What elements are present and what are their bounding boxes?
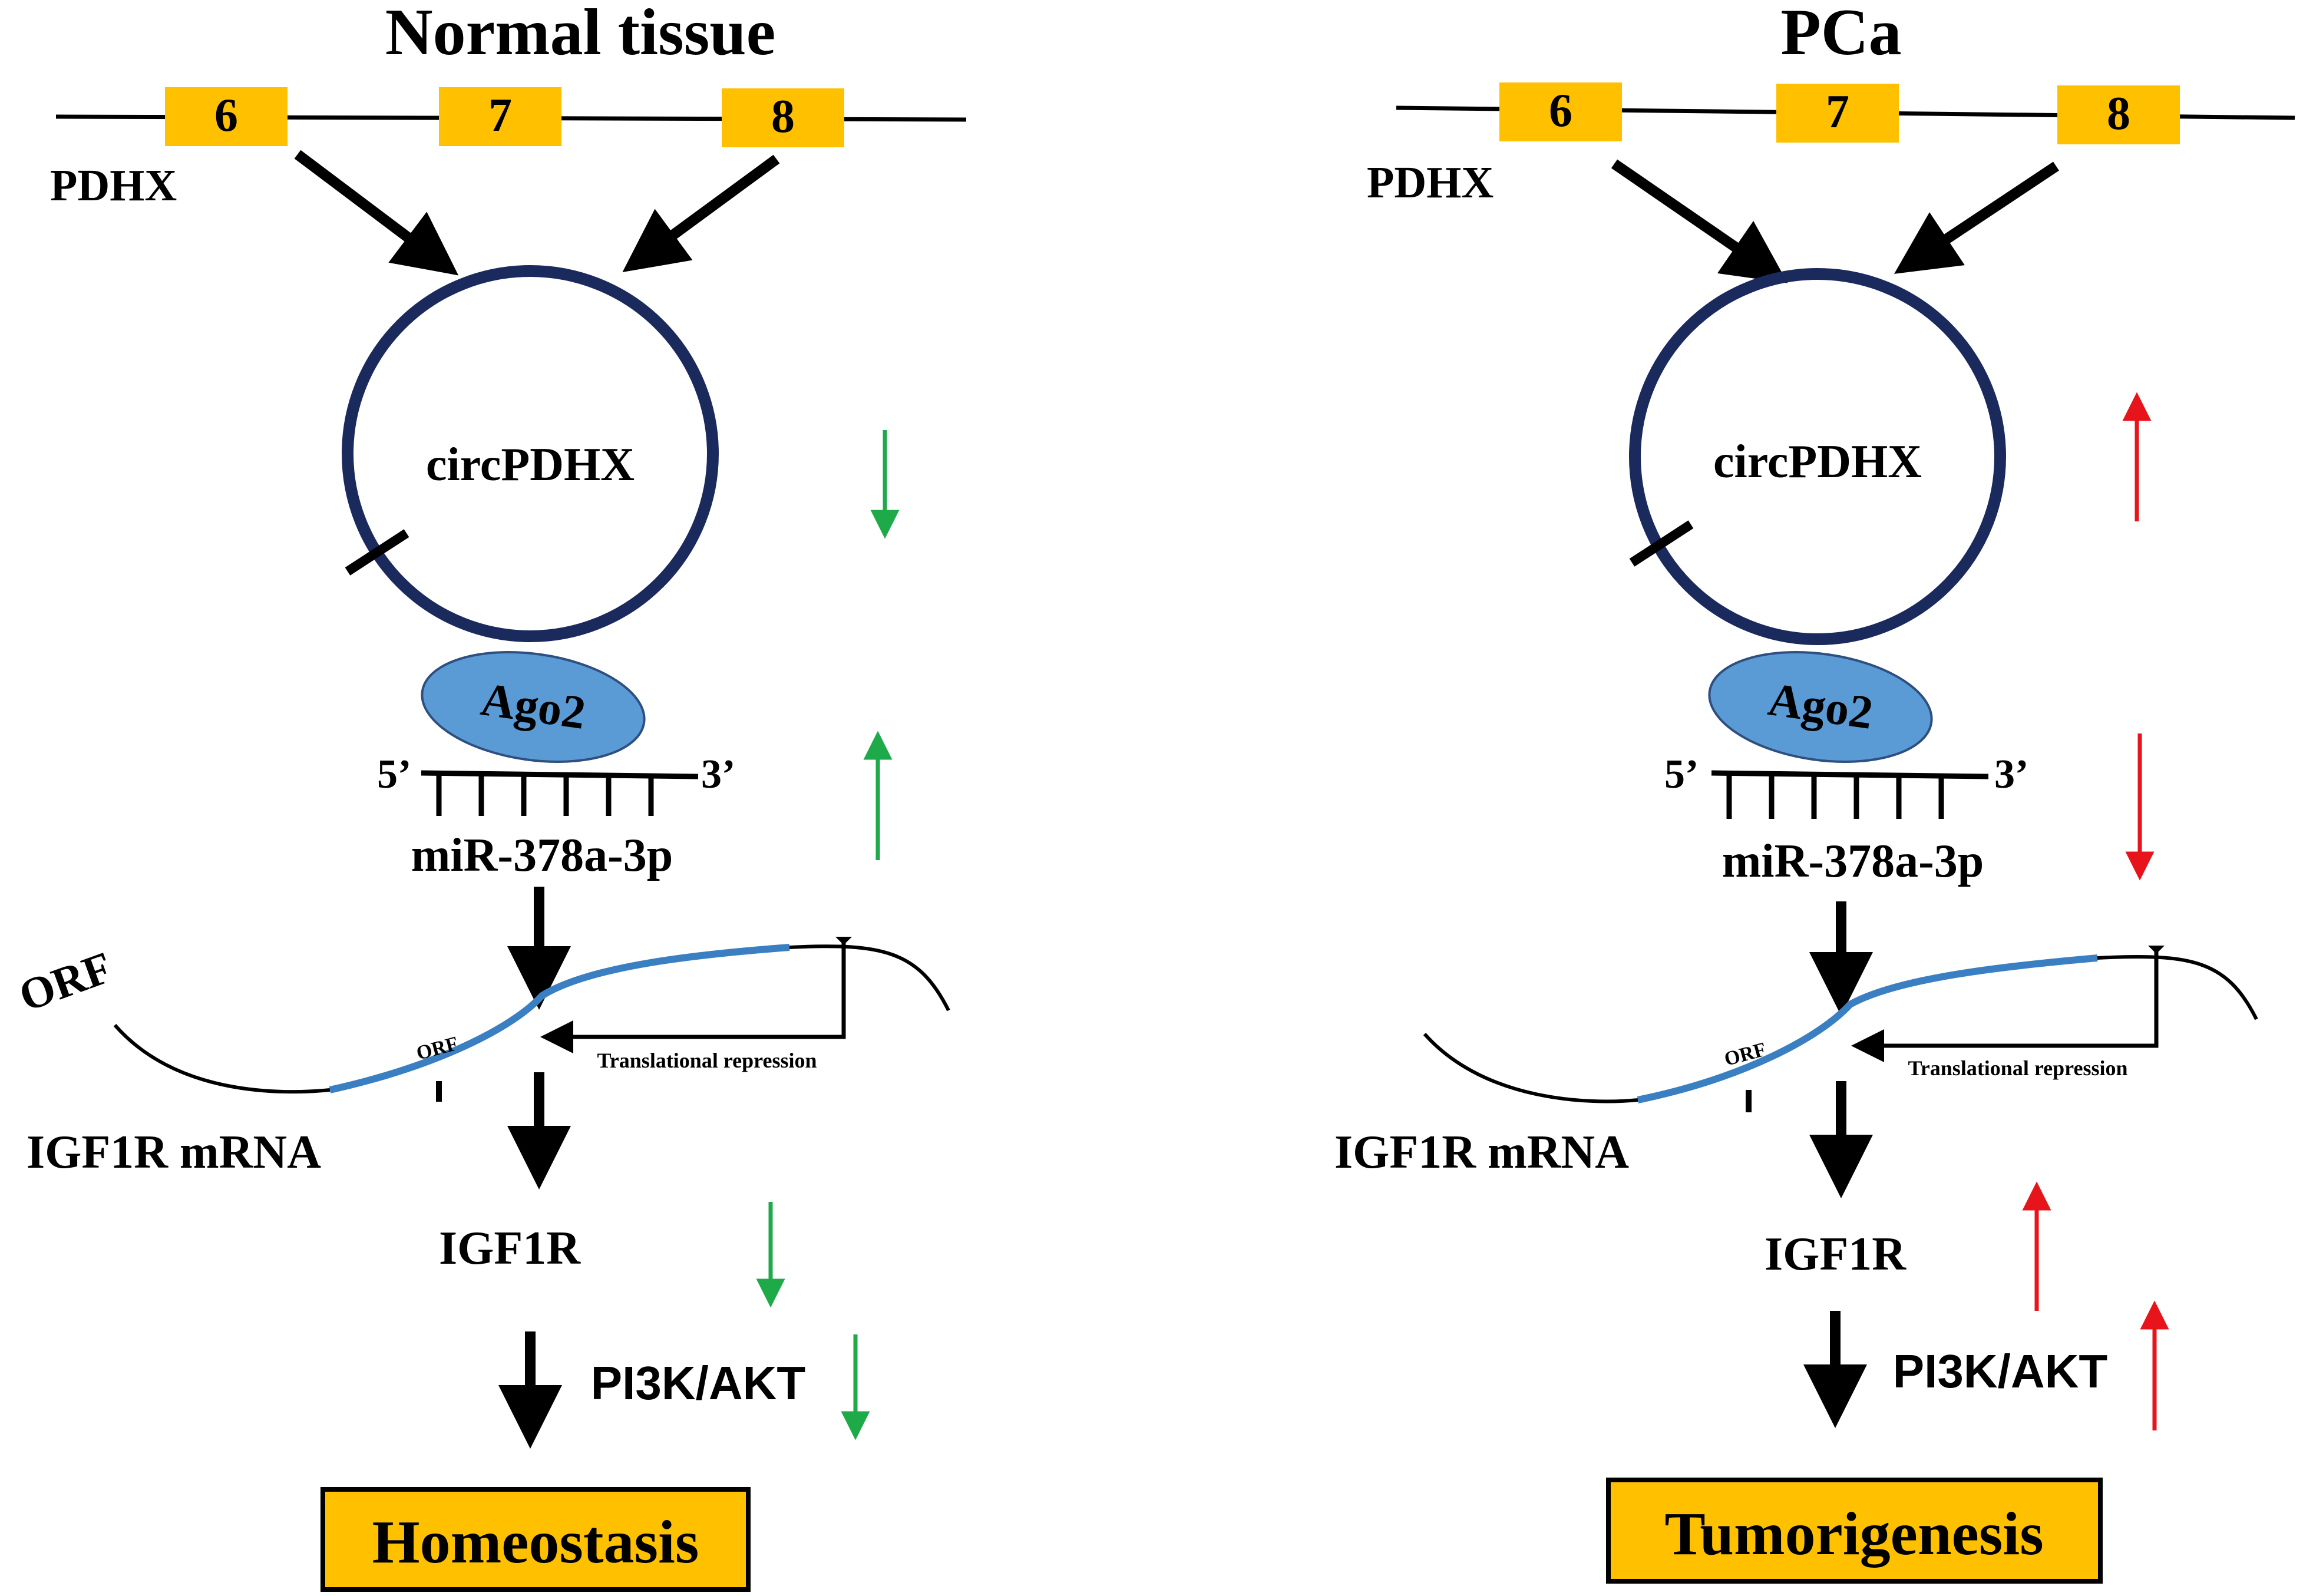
exon-8: 8	[722, 88, 844, 147]
ago2: Ago2	[421, 651, 646, 763]
circrna-label: circPDHX	[1713, 436, 1922, 488]
circrna-binding-mark	[345, 529, 409, 576]
exon-label: 8	[771, 91, 795, 143]
pathway-label: PI3K/AKT	[591, 1357, 806, 1409]
splice-arrow-left	[1611, 159, 1788, 283]
circrna-binding-mark	[1629, 520, 1694, 567]
mirna: 5’ 3’ miR-378a-3p	[377, 752, 735, 881]
panel-title: Normal tissue	[385, 0, 776, 69]
exon-6: 6	[1499, 82, 1622, 141]
exon-7: 7	[439, 87, 561, 146]
outcome-box: Homeostasis	[320, 1487, 751, 1592]
pathway-label: PI3K/AKT	[1893, 1345, 2108, 1397]
gene-label: PDHX	[1367, 158, 1494, 207]
repression-label: Translational repression	[597, 1049, 817, 1072]
exon-8: 8	[2057, 85, 2180, 144]
exon-label: 8	[2107, 88, 2130, 140]
orf-inline-label: ORF	[1722, 1039, 1769, 1070]
mirna-3prime: 3’	[1994, 752, 2028, 797]
outcome-label: Tumorigenesis	[1664, 1500, 2043, 1568]
mirna-label: miR-378a-3p	[1722, 835, 1984, 887]
mrna-label: IGF1R mRNA	[1334, 1126, 1629, 1178]
repression-label: Translational repression	[1908, 1056, 2127, 1080]
mrna: ORF ORF Translational repression IGF1R m…	[13, 937, 950, 1178]
circrna-circle	[1629, 268, 2006, 645]
mirna-label: miR-378a-3p	[411, 830, 673, 881]
outcome-box: Tumorigenesis	[1606, 1478, 2103, 1584]
splice-arrow-right	[1894, 161, 2059, 274]
circrna-label: circPDHX	[426, 439, 635, 491]
ago2: Ago2	[1708, 651, 1933, 763]
splice-arrow-left	[294, 150, 459, 276]
panel-title: PCa	[1780, 0, 1901, 69]
exon-label: 6	[1549, 85, 1572, 137]
exon-label: 6	[214, 90, 238, 141]
orf-outer-label: ORF	[13, 943, 118, 1022]
mrna-label: IGF1R mRNA	[27, 1126, 321, 1178]
mrna: ORF Translational repression IGF1R mRNA	[1334, 946, 2258, 1178]
splice-arrow-right	[622, 154, 780, 272]
circrna-circle	[342, 265, 719, 642]
panel-normal: Normal tissue 6 7 8 PDHX circPDHX Ago2	[13, 0, 967, 1592]
mirna: 5’ 3’ miR-378a-3p	[1664, 752, 2028, 887]
mirna-5prime: 5’	[377, 752, 411, 797]
exon-label: 7	[1826, 86, 1849, 138]
exon-7: 7	[1776, 84, 1899, 143]
protein-label: IGF1R	[1765, 1228, 1906, 1280]
exon-6: 6	[165, 87, 288, 146]
gene-label: PDHX	[50, 161, 177, 210]
outcome-label: Homeostasis	[372, 1508, 699, 1576]
protein-label: IGF1R	[439, 1222, 581, 1274]
mirna-5prime: 5’	[1664, 752, 1699, 797]
mirna-3prime: 3’	[701, 752, 735, 797]
panel-pca: PCa 6 7 8 PDHX circPDHX Ago2 5’ 3’	[1334, 0, 2295, 1584]
orf-inline-label: ORF	[414, 1033, 461, 1065]
exon-label: 7	[488, 90, 512, 141]
